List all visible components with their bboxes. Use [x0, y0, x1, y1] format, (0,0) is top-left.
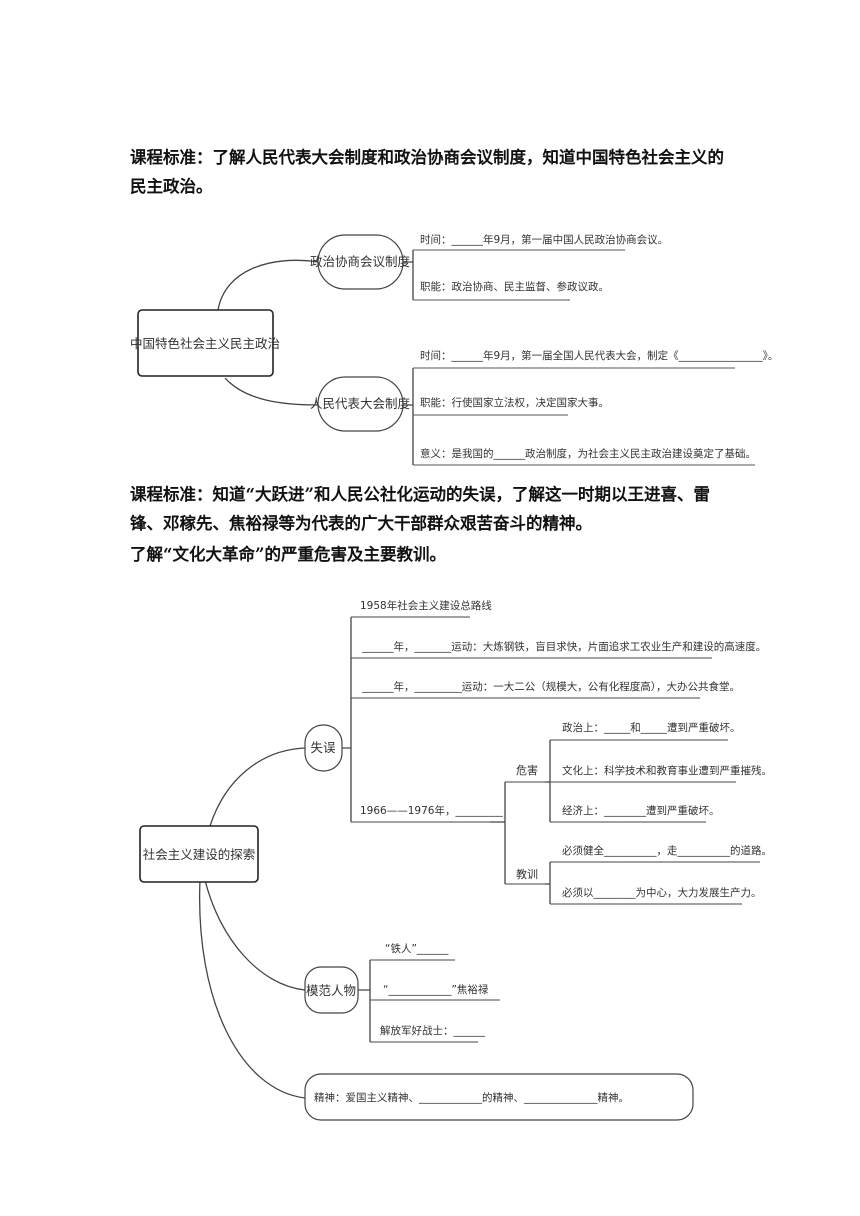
course-standard-2: 课程标准：知道“大跃进”和人民公社化运动的失误，了解这一时期以王进喜、雷锋、邓稼… [130, 485, 710, 533]
lesson-democracy: 必须健全__________，走__________的道路。 [562, 844, 772, 857]
root-node-democracy [137, 309, 274, 377]
node-models [304, 966, 359, 1014]
root-node-exploration [139, 825, 259, 883]
node-spirit [304, 1073, 694, 1121]
harm-politics: 政治上：_____和_____遭到严重破坏。 [562, 721, 741, 734]
node-npc [317, 376, 404, 432]
node-mistakes [304, 724, 343, 772]
mind-map-democracy [217, 250, 414, 465]
node-cppcc [317, 234, 404, 290]
mistake-great-leap: ______年，_______运动：大炼钢铁，盲目求快，片面追求工农业生产和建设… [361, 640, 766, 653]
node-lessons-label: 教训 [516, 868, 538, 881]
mistake-communes: ______年，_________运动：一大二公（规模大，公有化程度高），大办公… [361, 680, 740, 693]
root-node-democracy-label: 中国特色社会主义民主政治 [130, 336, 280, 351]
cppcc-time: 时间：______年9月，第一届中国人民政治协商会议。 [420, 233, 668, 246]
mistake-cultural-revolution: 1966——1976年，_________ [360, 804, 503, 817]
harm-culture: 文化上：科学技术和教育事业遭到严重摧残。 [562, 764, 772, 777]
node-spirit-label: 精神：爱国主义精神、____________的精神、______________… [314, 1091, 629, 1104]
npc-function: 职能：行使国家立法权，决定国家大事。 [420, 396, 609, 409]
model-soldier: 解放军好战士：______ [380, 1024, 486, 1037]
mind-map-exploration [198, 616, 760, 1099]
node-models-label: 模范人物 [306, 983, 356, 998]
course-standard-1: 课程标准：了解人民代表大会制度和政治协商会议制度，知道中国特色社会主义的民主政治… [130, 148, 724, 196]
model-iron-man: “铁人”______ [385, 942, 449, 955]
npc-significance: 意义：是我国的______政治制度，为社会主义民主政治建设奠定了基础。 [420, 447, 756, 460]
lesson-economy: 必须以________为中心，大力发展生产力。 [562, 886, 762, 899]
node-cppcc-label: 政治协商会议制度 [310, 254, 411, 269]
harm-economy: 经济上：________遭到严重破坏。 [562, 804, 720, 817]
npc-time: 时间：______年9月，第一届全国人民代表大会，制定《____________… [420, 349, 778, 362]
node-harm-label: 危害 [516, 763, 538, 777]
model-jiao-yulu: “____________”焦裕禄 [383, 983, 489, 996]
node-npc-label: 人民代表大会制度 [310, 396, 411, 411]
cppcc-function: 职能：政治协商、民主监督、参政议政。 [420, 280, 609, 293]
root-node-exploration-label: 社会主义建设的探索 [143, 847, 256, 862]
mistake-general-line: 1958年社会主义建设总路线 [360, 599, 492, 612]
course-standard-2-continued: 了解“文化大革命”的严重危害及主要教训。 [130, 545, 446, 564]
node-mistakes-label: 失误 [310, 740, 336, 755]
